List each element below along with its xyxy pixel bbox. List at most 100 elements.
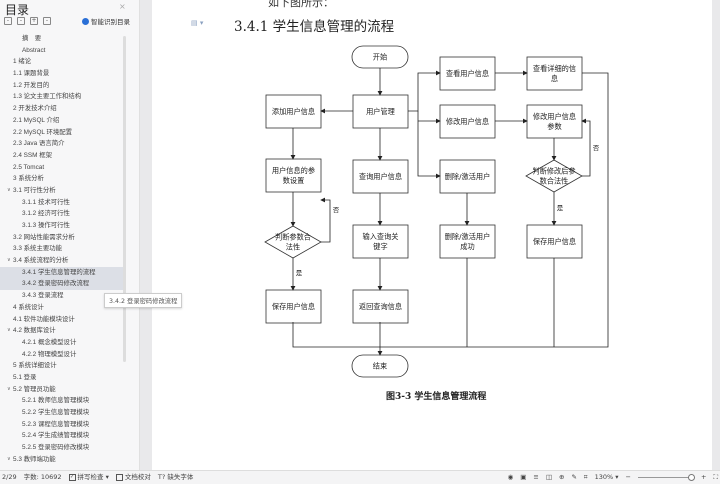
zoom-level[interactable]: 130% ▾ xyxy=(594,473,619,481)
toc-item[interactable]: 2.4 SSM 框架 xyxy=(0,150,124,162)
missing-font-button[interactable]: T? 缺失字体 xyxy=(157,473,194,481)
paragraph-icon[interactable]: ▤ ▾ xyxy=(191,19,204,27)
toc-item[interactable]: 2 开发技术介绍 xyxy=(0,103,124,115)
toc-item[interactable]: 4.1 软件功能模块设计 xyxy=(0,314,124,326)
document-page xyxy=(152,0,712,470)
toc-item[interactable]: 摘 要 xyxy=(0,33,124,45)
toc-item[interactable]: 1.2 开发目的 xyxy=(0,80,124,92)
chevron-down-icon[interactable]: ∨ xyxy=(7,186,11,193)
toc-item[interactable]: 5.2.2 学生信息管理模块 xyxy=(0,407,124,419)
toc-item[interactable]: 3.4.3 登录流程 xyxy=(0,290,124,302)
toc-item[interactable]: 5.2.5 登录密码修改模块 xyxy=(0,442,124,454)
toc-item-label: 3.1.3 操作可行性 xyxy=(22,222,70,229)
spell-check-button[interactable]: ✓拼写检查 ▾ xyxy=(68,473,109,481)
toc-item-label: Abstract xyxy=(22,46,46,54)
toc-item-label: 3.4.1 学生信息管理的流程 xyxy=(22,268,96,276)
process-box xyxy=(439,159,496,194)
toc-item[interactable]: ∨5.3 教师端功能 xyxy=(0,454,124,466)
connector-arrow xyxy=(417,111,441,179)
toc-item[interactable]: 5 系统详细设计 xyxy=(0,360,124,372)
toc-item[interactable]: 2.2 MySQL 环境配置 xyxy=(0,127,124,139)
toc-item-label: 5.2.1 教师信息管理模块 xyxy=(22,397,90,405)
toc-item[interactable]: 2.5 Tomcat xyxy=(0,162,124,174)
toc-item[interactable]: ∨5.2 管理员功能 xyxy=(0,384,124,396)
toc-item[interactable]: 5.2.3 课程信息管理模块 xyxy=(0,419,124,431)
process-box xyxy=(439,104,496,139)
node-label: 删除/激活用户 xyxy=(445,172,491,181)
toc-item[interactable]: 3.1.2 经济可行性 xyxy=(0,208,124,220)
node-label: 查看详细的信 xyxy=(533,64,576,73)
zoom-slider[interactable] xyxy=(637,474,695,481)
toc-item-label: 5.2.3 课程信息管理模块 xyxy=(22,420,90,428)
toc-item-label: 4 系统设计 xyxy=(13,303,44,311)
chevron-down-icon[interactable]: ∨ xyxy=(7,455,11,462)
toc-item[interactable]: 3.1.3 操作可行性 xyxy=(0,220,124,232)
eye-icon[interactable]: ◉ xyxy=(507,473,514,481)
zoom-in-button[interactable]: + xyxy=(700,473,707,481)
chevron-down-icon[interactable]: ∨ xyxy=(7,257,11,264)
toc-item[interactable]: 3.1.1 技术可行性 xyxy=(0,197,124,209)
smart-icon xyxy=(82,17,89,25)
node-label: 修改用户信息 xyxy=(446,117,489,126)
remove-icon[interactable]: - xyxy=(43,17,51,25)
word-count[interactable]: 字数: 10692 xyxy=(23,473,62,481)
toc-item[interactable]: ∨4.2 数据库设计 xyxy=(0,325,124,337)
toc-item-label: 2.1 MySQL 介绍 xyxy=(13,116,60,124)
toc-item[interactable]: 4 系统设计 xyxy=(0,302,124,314)
fullscreen-icon[interactable]: ⛶ xyxy=(713,473,718,481)
toc-item[interactable]: 1.1 课题背景 xyxy=(0,68,124,80)
process-box xyxy=(265,94,322,129)
toc-item[interactable]: 4.2.2 物理模型设计 xyxy=(0,349,124,361)
node-label: 输入查询关 xyxy=(363,232,399,241)
toc-item[interactable]: Abstract xyxy=(0,45,124,57)
zoom-slider-handle[interactable] xyxy=(687,474,695,481)
close-icon[interactable]: × xyxy=(119,2,126,11)
node-label: 息 xyxy=(551,74,558,83)
connector-arrow xyxy=(292,322,380,348)
process-box xyxy=(352,94,409,129)
toc-item[interactable]: 3.3 系统主要功能 xyxy=(0,243,124,255)
page-view-icon[interactable]: ▣ xyxy=(520,473,527,481)
toc-item[interactable]: 2.3 Java 语言简介 xyxy=(0,138,124,150)
connector-arrow xyxy=(581,118,591,177)
pen-icon[interactable]: ✎ xyxy=(571,473,577,481)
toc-item[interactable]: 3.4.2 登录密码修改流程 xyxy=(0,278,124,291)
web-view-icon[interactable]: ⊕ xyxy=(559,473,565,481)
outline-view-icon[interactable]: ≡ xyxy=(533,473,539,481)
scrollbar[interactable] xyxy=(123,36,126,362)
collapse-all-icon[interactable]: - xyxy=(4,17,12,25)
toc-item-label: 5.2.4 学生成绩管理模块 xyxy=(22,432,90,440)
smart-toc-button[interactable]: 智能识别目录 xyxy=(82,16,130,26)
toc-item-label: 3.4.3 登录流程 xyxy=(22,292,64,300)
read-view-icon[interactable]: ◫ xyxy=(545,473,553,481)
toc-item-label: 2 开发技术介绍 xyxy=(13,105,57,113)
toc-item[interactable]: 1 绪论 xyxy=(0,56,124,68)
zoom-out-button[interactable]: − xyxy=(625,473,631,481)
chevron-down-icon[interactable]: ∨ xyxy=(7,385,11,392)
toc-item[interactable]: 5.2.1 教师信息管理模块 xyxy=(0,395,124,407)
toc-item[interactable]: 3.2 网站性能需求分析 xyxy=(0,232,124,244)
chevron-down-icon[interactable]: ∨ xyxy=(7,327,11,334)
check-icon: ✓ xyxy=(68,473,76,481)
node-label: 添加用户信息 xyxy=(272,107,315,116)
toc-item-label: 4.2.1 概念模型设计 xyxy=(22,338,77,346)
toc-item-label: 3.2 网站性能需求分析 xyxy=(13,233,75,241)
proof-icon xyxy=(115,473,123,481)
toc-item[interactable]: 5.2.4 学生成绩管理模块 xyxy=(0,430,124,442)
toc-item[interactable]: 4.2.1 概念模型设计 xyxy=(0,337,124,349)
connector-arrow xyxy=(320,197,331,243)
fit-icon[interactable]: ⌗ xyxy=(583,473,588,481)
proofread-button[interactable]: 文档校对 xyxy=(115,471,151,484)
collapse-level-icon[interactable]: - xyxy=(17,17,25,25)
toc-item[interactable]: ∨3.1 可行性分析 xyxy=(0,185,124,197)
toc-item[interactable]: 1.3 论文主要工作和结构 xyxy=(0,91,124,103)
expand-icon[interactable]: + xyxy=(30,17,38,25)
toc-item-label: 5.2.2 学生信息管理模块 xyxy=(22,409,90,416)
page-indicator[interactable]: 2/29 xyxy=(2,473,17,481)
toc-item[interactable]: 3.4.1 学生信息管理的流程 xyxy=(0,266,124,279)
toc-item[interactable]: 2.1 MySQL 介绍 xyxy=(0,115,124,127)
status-right-group: ◉ ▣ ≡ ◫ ⊕ ✎ ⌗ 130% ▾ − + ⛶ xyxy=(508,471,718,484)
toc-item[interactable]: 3 系统分析 xyxy=(0,173,124,185)
toc-item[interactable]: ∨3.4 系统流程的分析 xyxy=(0,255,124,267)
toc-item[interactable]: 5.1 登录 xyxy=(0,372,124,384)
